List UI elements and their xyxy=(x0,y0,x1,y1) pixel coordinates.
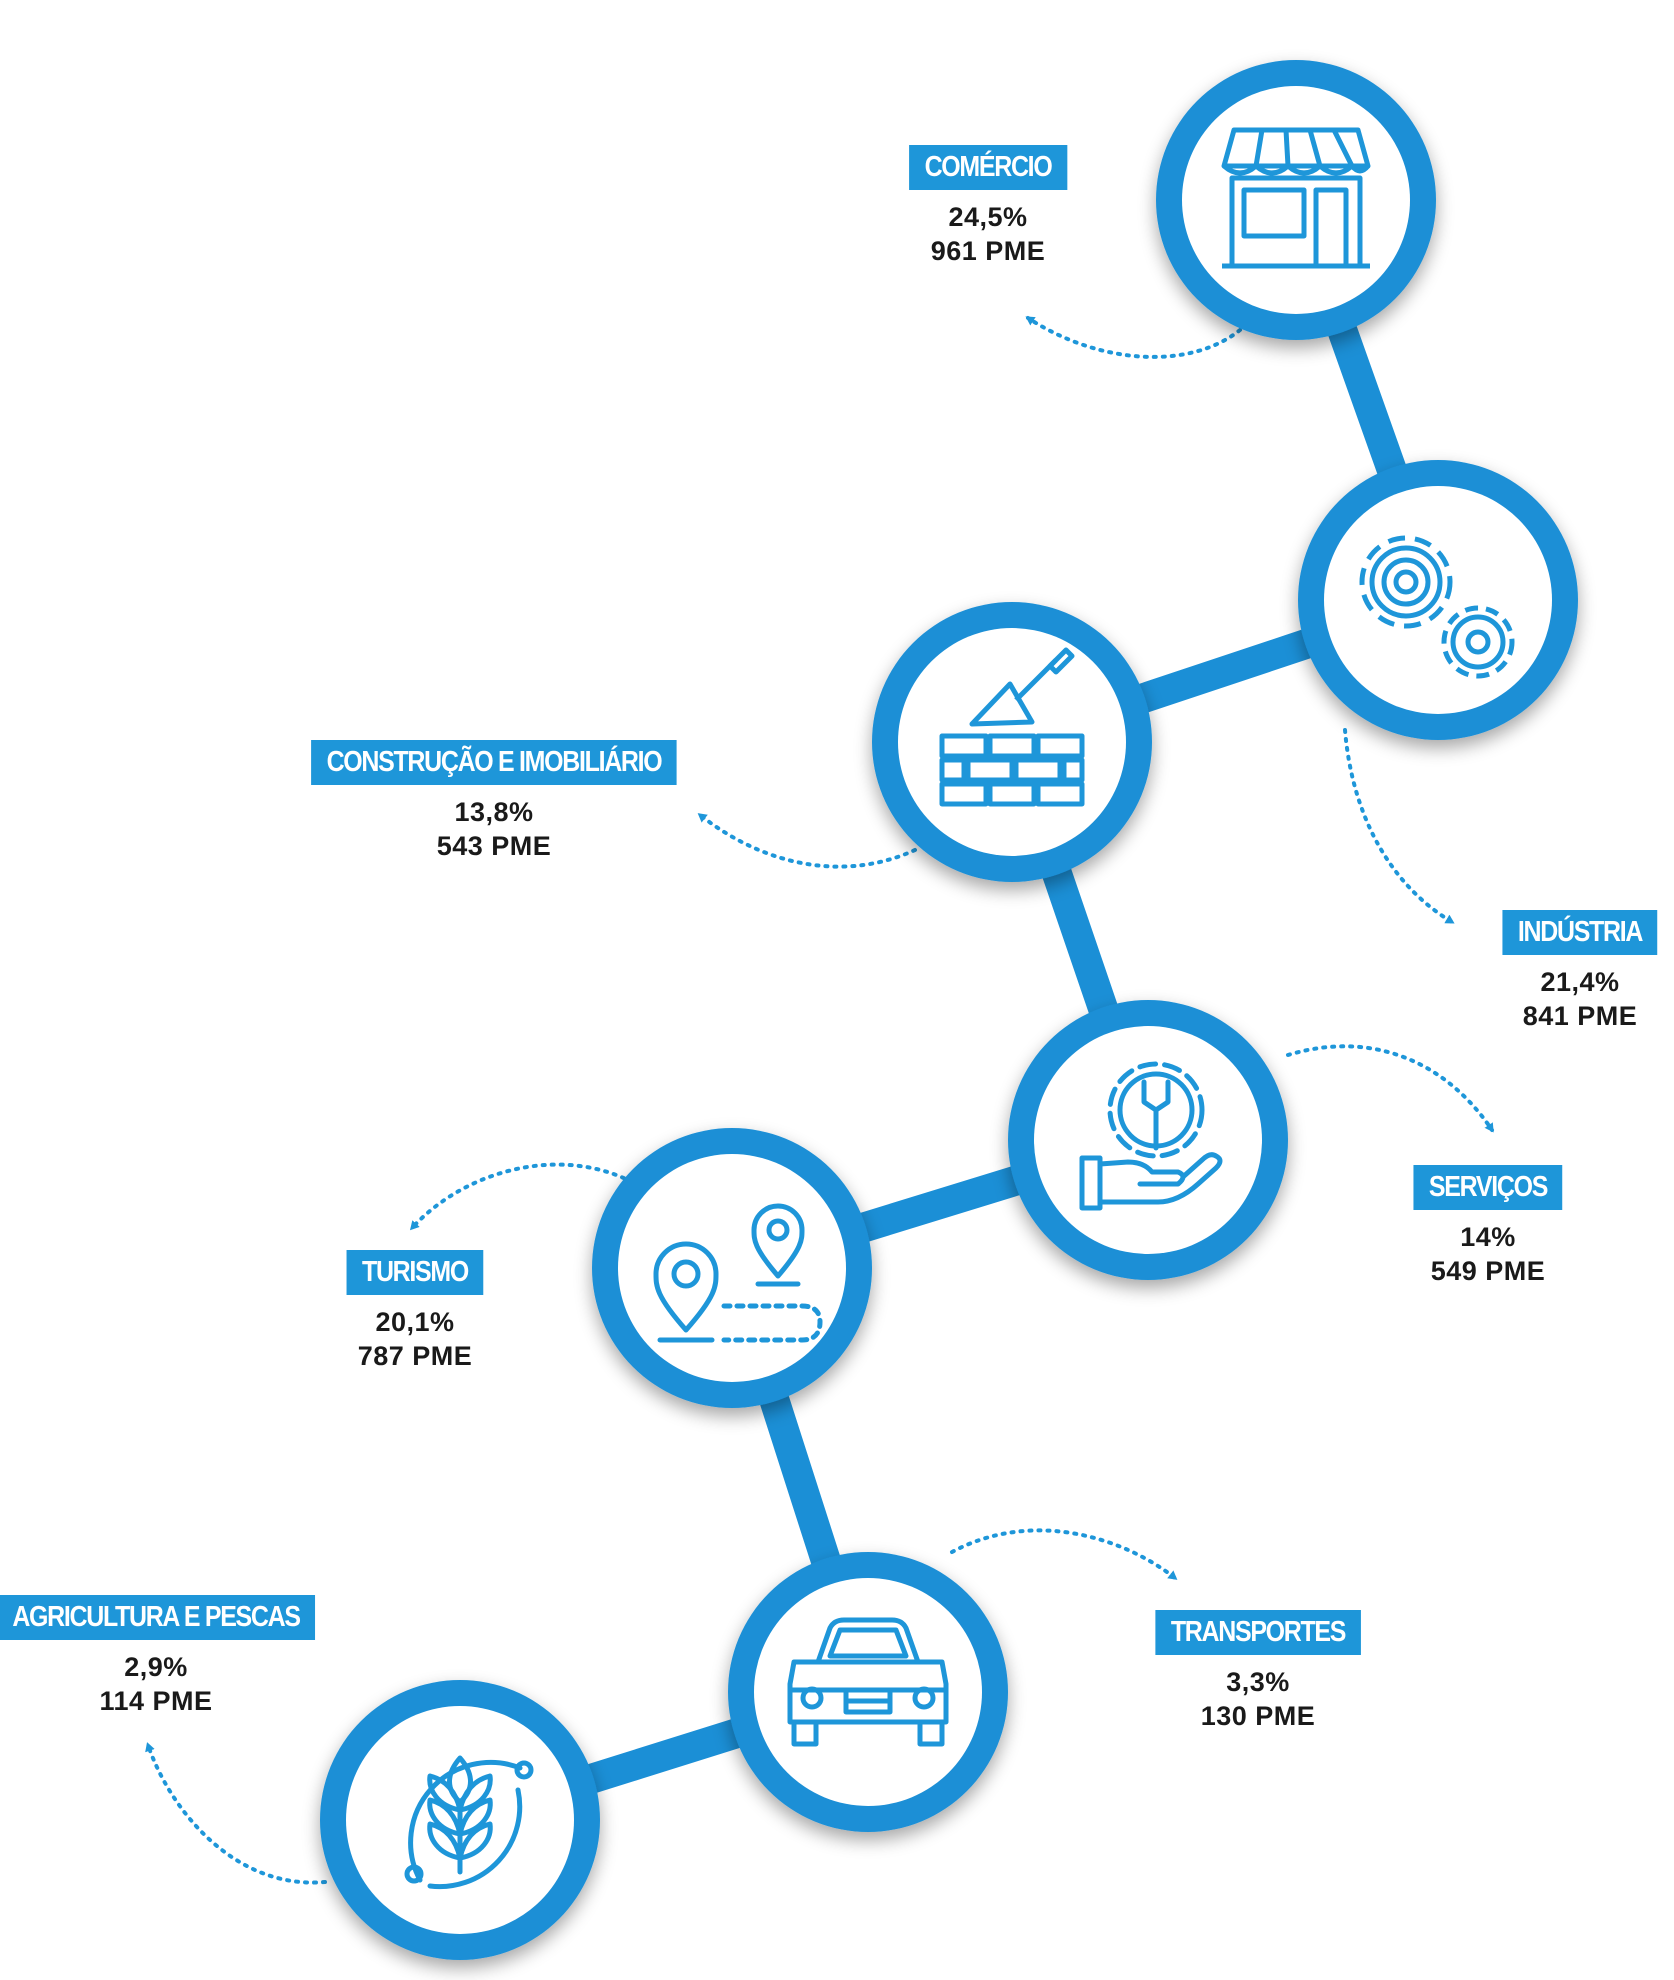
sector-pme: 961 PME xyxy=(930,236,1046,266)
sector-pme: 543 PME xyxy=(436,831,552,861)
sector-tag: SERVIÇOS xyxy=(1413,1165,1563,1210)
node-industria xyxy=(1298,460,1578,740)
sector-tag: TURISMO xyxy=(346,1250,484,1295)
arrow-comercio xyxy=(1025,316,1242,359)
sector-pme: 787 PME xyxy=(357,1341,473,1371)
sector-label-transportes: TRANSPORTES 3,3% 130 PME xyxy=(1139,1610,1378,1733)
sector-percent: 2,9% xyxy=(124,1652,188,1682)
sector-pme: 130 PME xyxy=(1200,1701,1316,1731)
sector-tag: COMÉRCIO xyxy=(909,145,1067,190)
sector-percent: 14% xyxy=(1460,1222,1516,1252)
sector-label-construcao: CONSTRUÇÃO E IMOBILIÁRIO 13,8% 543 PME xyxy=(281,740,706,863)
arrow-servicos xyxy=(1286,1044,1494,1133)
arrow-construcao xyxy=(697,813,917,869)
storefront-icon xyxy=(1221,127,1371,269)
node-servicos xyxy=(1008,1000,1288,1280)
node-construcao xyxy=(872,602,1152,882)
dotted-arrows xyxy=(145,316,1494,1885)
sector-tag: TRANSPORTES xyxy=(1155,1610,1361,1655)
sector-percent: 21,4% xyxy=(1540,967,1620,997)
sector-pme: 549 PME xyxy=(1430,1256,1546,1286)
map-route-pins-icon xyxy=(653,1203,823,1343)
sector-percent: 3,3% xyxy=(1226,1667,1290,1697)
arrow-turismo xyxy=(409,1162,634,1231)
brick-wall-trowel-icon xyxy=(939,647,1085,807)
sector-label-industria: INDÚSTRIA 21,4% 841 PME xyxy=(1490,910,1670,1033)
sector-pme: 114 PME xyxy=(99,1686,213,1716)
arrow-transportes xyxy=(950,1528,1178,1580)
sector-tag: CONSTRUÇÃO E IMOBILIÁRIO xyxy=(311,740,677,785)
node-comercio xyxy=(1156,60,1436,340)
sector-pme: 841 PME xyxy=(1522,1001,1638,1031)
sector-label-turismo: TURISMO 20,1% 787 PME xyxy=(335,1250,494,1373)
sector-label-comercio: COMÉRCIO 24,5% 961 PME xyxy=(896,145,1080,268)
sector-label-agricultura: AGRICULTURA E PESCAS 2,9% 114 PME xyxy=(0,1595,341,1718)
sector-percent: 13,8% xyxy=(454,797,534,827)
node-transportes xyxy=(728,1552,1008,1832)
sector-percent: 20,1% xyxy=(375,1307,455,1337)
wheat-cycle-icon xyxy=(404,1755,534,1890)
sector-percent: 24,5% xyxy=(948,202,1028,232)
gears-icon xyxy=(1359,535,1515,679)
node-agricultura xyxy=(320,1680,600,1960)
sector-label-servicos: SERVIÇOS 14% 549 PME xyxy=(1401,1165,1574,1288)
car-icon xyxy=(787,1617,949,1747)
sector-tag: AGRICULTURA E PESCAS xyxy=(0,1595,316,1640)
node-turismo xyxy=(592,1128,872,1408)
hand-gear-wrench-icon xyxy=(1079,1061,1223,1211)
connectors xyxy=(445,185,1453,1835)
sector-tag: INDÚSTRIA xyxy=(1502,910,1658,955)
arrow-industria xyxy=(1343,728,1455,924)
arrow-agricultura xyxy=(145,1742,327,1885)
